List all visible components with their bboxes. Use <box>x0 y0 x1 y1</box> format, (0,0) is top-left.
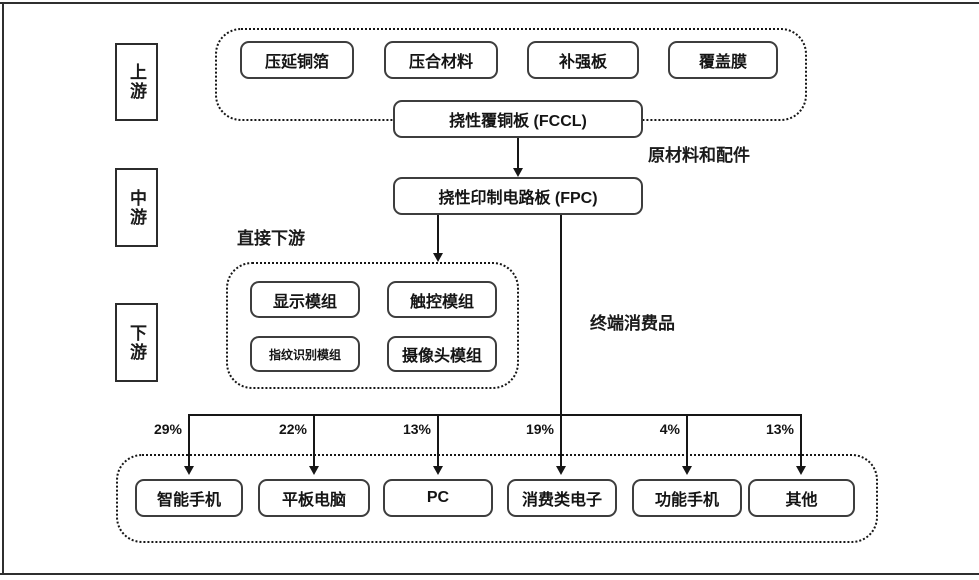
connector-fpc-to-modules <box>437 215 439 254</box>
direct-downstream-modules-group <box>226 262 519 389</box>
node-touch-module-label: 触控模组 <box>409 293 474 311</box>
arrowhead-to-tablet <box>309 466 319 475</box>
arrowhead-to-smartphone <box>184 466 194 475</box>
node-touch-module: 触控模组 <box>387 281 497 318</box>
node-display-module-label: 显示模组 <box>272 293 337 311</box>
arrowhead-fpc-to-modules <box>433 253 443 262</box>
share-other: 13% <box>765 421 794 437</box>
node-pc-label: PC <box>426 489 450 506</box>
node-pc: PC <box>383 479 493 517</box>
arrowhead-to-consumer-electronics <box>556 466 566 475</box>
caption-terminal-consumer: 终端消费品 <box>590 314 675 333</box>
node-lamination-material-label: 压合材料 <box>408 54 473 71</box>
arrowhead-fccl-to-fpc <box>513 168 523 177</box>
share-smartphone: 29% <box>153 421 182 437</box>
node-coverlay-film: 覆盖膜 <box>668 41 778 79</box>
terminal-consumer-group <box>116 454 878 543</box>
node-fpc: 挠性印制电路板 (FPC) <box>393 177 643 215</box>
node-consumer-electronics: 消费类电子 <box>507 479 617 517</box>
node-feature-phone-label: 功能手机 <box>654 492 719 509</box>
connector-to-other <box>800 414 802 467</box>
node-stiffener-board-label: 补强板 <box>558 54 607 71</box>
connector-fpc-to-terminal-bus <box>560 215 562 416</box>
share-consumer-electronics: 19% <box>525 421 554 437</box>
terminal-distribution-bus <box>188 414 802 416</box>
connector-to-consumer-electronics <box>560 414 562 467</box>
node-tablet: 平板电脑 <box>258 479 370 517</box>
frame-top-border <box>0 2 979 4</box>
arrowhead-to-other <box>796 466 806 475</box>
node-lamination-material: 压合材料 <box>384 41 498 79</box>
stage-midstream-label: 中游 <box>127 188 146 227</box>
connector-to-pc <box>437 414 439 467</box>
connector-to-smartphone <box>188 414 190 467</box>
node-feature-phone: 功能手机 <box>632 479 742 517</box>
connector-to-feature-phone <box>686 414 688 467</box>
node-smartphone-label: 智能手机 <box>156 492 221 509</box>
frame-left-border <box>2 2 4 574</box>
node-fingerprint-module-label: 指纹识别模组 <box>268 347 341 362</box>
node-tablet-label: 平板电脑 <box>281 492 346 509</box>
arrowhead-to-feature-phone <box>682 466 692 475</box>
node-fingerprint-module: 指纹识别模组 <box>250 336 360 372</box>
node-fccl: 挠性覆铜板 (FCCL) <box>393 100 643 138</box>
connector-to-tablet <box>313 414 315 467</box>
stage-downstream-label: 下游 <box>127 323 146 362</box>
node-other-label: 其他 <box>785 492 818 509</box>
caption-direct-downstream: 直接下游 <box>237 229 305 248</box>
node-camera-module-label: 摄像头模组 <box>401 348 482 365</box>
node-consumer-electronics-label: 消费类电子 <box>521 492 602 509</box>
share-tablet: 22% <box>278 421 307 437</box>
stage-midstream: 中游 <box>115 168 158 247</box>
node-camera-module: 摄像头模组 <box>387 336 497 372</box>
node-rolled-copper-foil-label: 压延铜箔 <box>264 54 329 71</box>
stage-upstream: 上游 <box>115 43 158 121</box>
node-fpc-label: 挠性印制电路板 (FPC) <box>438 190 598 207</box>
caption-raw-materials: 原材料和配件 <box>648 146 750 165</box>
node-stiffener-board: 补强板 <box>527 41 639 79</box>
node-fccl-label: 挠性覆铜板 (FCCL) <box>449 113 587 130</box>
share-pc: 13% <box>402 421 431 437</box>
stage-downstream: 下游 <box>115 303 158 382</box>
connector-fccl-to-fpc <box>517 138 519 169</box>
node-rolled-copper-foil: 压延铜箔 <box>240 41 354 79</box>
stage-upstream-label: 上游 <box>127 63 146 101</box>
frame-bottom-border <box>0 573 979 575</box>
node-coverlay-film-label: 覆盖膜 <box>698 54 747 71</box>
arrowhead-to-pc <box>433 466 443 475</box>
node-other: 其他 <box>748 479 855 517</box>
node-smartphone: 智能手机 <box>135 479 243 517</box>
node-display-module: 显示模组 <box>250 281 360 318</box>
share-feature-phone: 4% <box>659 421 680 437</box>
